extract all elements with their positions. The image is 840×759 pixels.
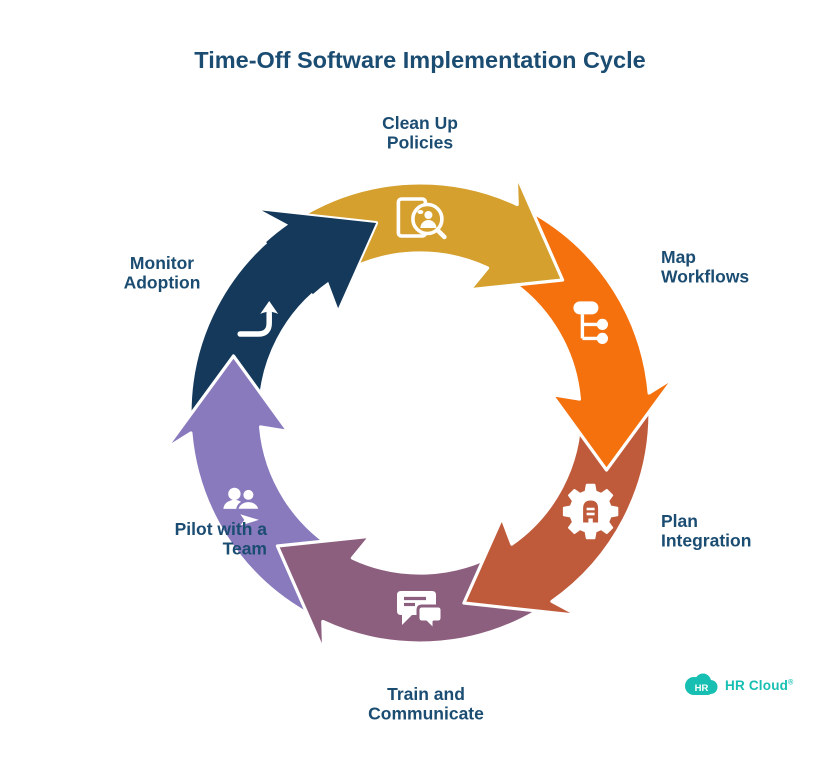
chat-icon [397,591,444,632]
cycle-segments [163,173,677,653]
brand-text: HR Cloud [725,677,789,693]
chat-bubble-small [416,604,444,632]
cycle-icons [223,197,619,632]
workflow-icon [573,301,608,344]
hr-cloud-logo: HR HR Cloud® [682,671,793,699]
trademark-mark: ® [788,679,794,686]
hr-badge-text: HR [695,683,709,694]
page-title: Time-Off Software Implementation Cycle [194,47,645,73]
integration-gear-icon [562,483,619,540]
magnifier-handle [435,227,447,240]
hr-cloud-cloud-icon: HR [685,673,718,695]
growth-arrow-icon [237,301,279,337]
segment-monitor-adoption-arrowhead [261,210,377,309]
team-pilot-icon [223,487,263,528]
document-search-icon [396,197,447,240]
hr-cloud-wordmark: HR Cloud® [725,678,793,693]
paper-plane-shape [237,512,263,528]
